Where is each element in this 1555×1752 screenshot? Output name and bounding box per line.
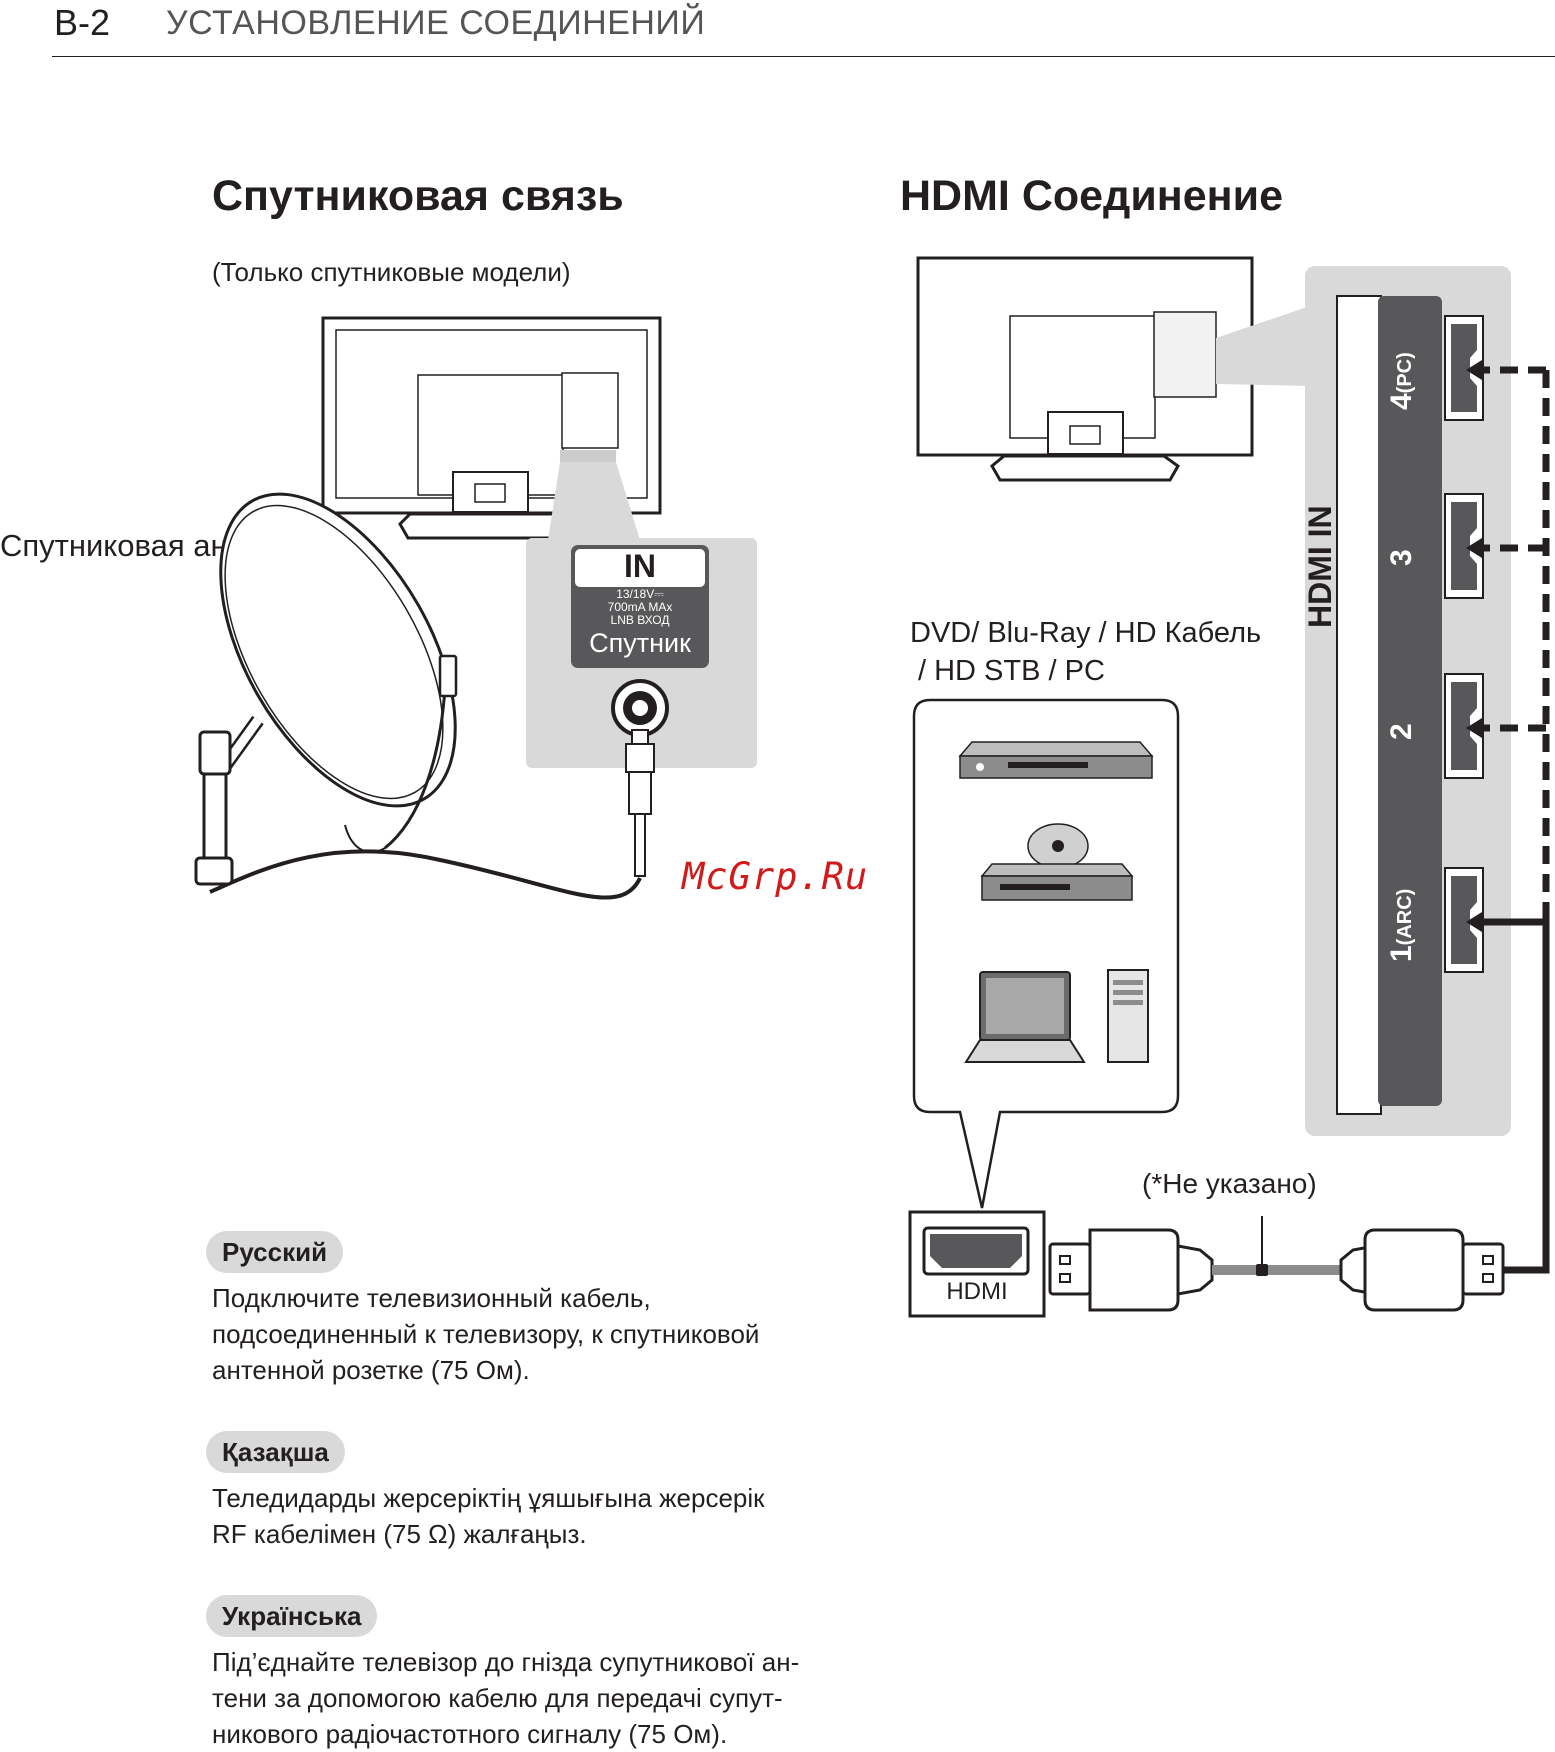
hdmi-cable-illustration bbox=[1048, 1216, 1505, 1312]
satellite-section-title: Спутниковая связь bbox=[212, 172, 624, 220]
lang-text-ru: Подключите телевизионный кабель, подсоед… bbox=[212, 1280, 759, 1388]
cable-note: (*Не указано) bbox=[1142, 1168, 1317, 1199]
port-3-label: 3 bbox=[1384, 549, 1425, 566]
hdmi-in-label: HDMI IN bbox=[1302, 505, 1338, 628]
satellite-diagram bbox=[194, 316, 757, 900]
device-hdmi-label: HDMI bbox=[946, 1278, 1008, 1305]
lang-kz-line1: Теледидарды жерсеріктің ұяшығына жерсері… bbox=[212, 1483, 765, 1513]
lang-tag-kz: Қазақша bbox=[206, 1431, 345, 1473]
hdmi-section-title: HDMI Соединение bbox=[900, 172, 1283, 220]
lang-ru-line3: антенной розетке (75 Ом). bbox=[212, 1355, 530, 1385]
hdmi-tv-illustration bbox=[916, 256, 1254, 482]
lang-section-ru: Русский bbox=[206, 1231, 344, 1273]
panel-spec-line3: LNB ВХОД bbox=[610, 613, 670, 627]
satellite-cable bbox=[209, 729, 655, 900]
port-3-number: 3 bbox=[1385, 549, 1418, 566]
panel-spec: 13/18V⎓ 700mA MAx LNB ВХОД bbox=[575, 588, 705, 627]
port-4-label: 4(PC) bbox=[1384, 352, 1425, 410]
bluray-player-illustration bbox=[980, 823, 1134, 901]
devices-label-line1: DVD/ Blu-Ray / HD Кабель bbox=[910, 617, 1262, 649]
port-2-number: 2 bbox=[1385, 723, 1418, 740]
header-divider bbox=[52, 56, 1555, 57]
panel-port-name: Спутник bbox=[589, 628, 691, 658]
lang-ru-line2: подсоединенный к телевизору, к спутников… bbox=[212, 1319, 760, 1349]
port-2-label: 2 bbox=[1384, 723, 1425, 740]
lang-ua-line3: никового радіочастотного сигналу (75 Ом)… bbox=[212, 1719, 728, 1749]
lang-tag-ru: Русский bbox=[206, 1231, 344, 1273]
devices-label-line2: / HD STB / PC bbox=[918, 655, 1105, 687]
port-1-number: 1 bbox=[1385, 945, 1418, 962]
panel-spec-line2: 700mA MAx bbox=[607, 600, 673, 614]
port-4-number: 4 bbox=[1385, 393, 1418, 410]
lang-ua-line2: тени за допомогою кабелю для передачі су… bbox=[212, 1683, 783, 1713]
device-hdmi-port bbox=[908, 1210, 1046, 1318]
hdmi-diagram bbox=[908, 256, 1550, 1318]
hdmi-port-1 bbox=[1444, 867, 1484, 973]
tv-back-illustration bbox=[321, 316, 662, 540]
lang-tag-ua: Українська bbox=[206, 1595, 378, 1637]
lang-ua-line1: Під’єднайте телевізор до гнізда супутник… bbox=[212, 1647, 800, 1677]
page-number: В-2 bbox=[54, 2, 111, 43]
satellite-subtitle: (Только спутниковые модели) bbox=[212, 257, 571, 287]
watermark: McGrp.Ru bbox=[682, 855, 869, 898]
lang-ru-line1: Подключите телевизионный кабель, bbox=[212, 1283, 651, 1313]
pc-illustration bbox=[964, 969, 1149, 1063]
arrowheads bbox=[1466, 360, 1482, 932]
dvd-player-illustration bbox=[958, 741, 1154, 779]
devices-label: DVD/ Blu-Ray / HD Кабель / HD STB / PC bbox=[910, 614, 1261, 690]
port-1-tag: (ARC) bbox=[1394, 888, 1416, 946]
lang-section-kz: Қазақша bbox=[206, 1431, 345, 1473]
satellite-dish-illustration bbox=[194, 492, 458, 886]
panel-in-label: IN bbox=[624, 548, 656, 584]
page-title: УСТАНОВЛЕНИЕ СОЕДИНЕНИЙ bbox=[166, 4, 706, 42]
panel-spec-line1: 13/18V⎓ bbox=[616, 587, 664, 601]
lang-section-ua: Українська bbox=[206, 1595, 378, 1637]
lang-kz-line2: RF кабелімен (75 Ω) жалғаңыз. bbox=[212, 1519, 587, 1549]
alternative-connection-lines bbox=[1480, 366, 1550, 1240]
satellite-input-panel bbox=[526, 538, 757, 768]
lang-text-ua: Під’єднайте телевізор до гнізда супутник… bbox=[212, 1644, 799, 1752]
port-1-label: 1(ARC) bbox=[1384, 889, 1425, 962]
lang-text-kz: Теледидарды жерсеріктің ұяшығына жерсері… bbox=[212, 1480, 765, 1552]
device-bubble bbox=[912, 698, 1180, 1209]
port-4-tag: (PC) bbox=[1394, 352, 1416, 394]
